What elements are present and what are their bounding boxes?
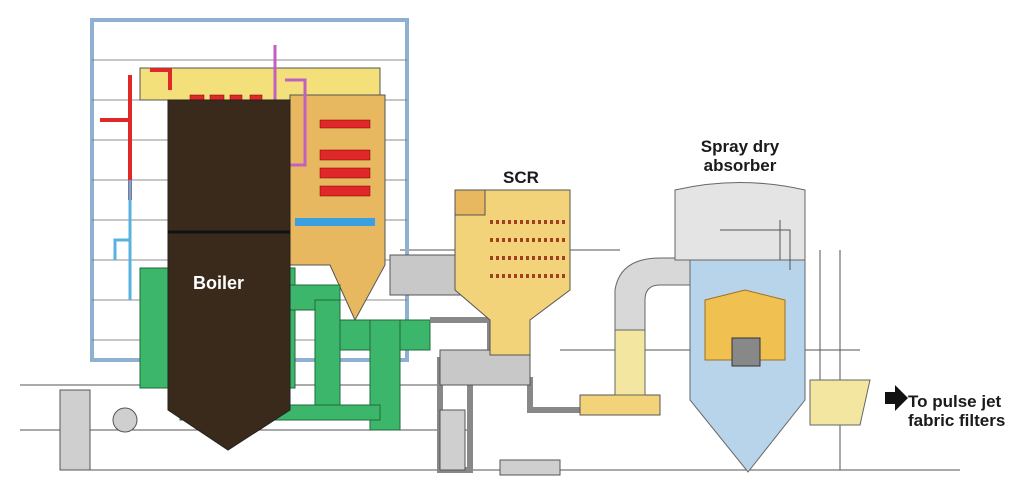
to-filters-label: To pulse jet fabric filters (908, 392, 1006, 430)
catalyst-layers (490, 220, 565, 278)
auxiliary-equipment (59, 389, 561, 476)
water-pipe (113, 180, 132, 300)
atomizer (731, 337, 761, 367)
scr-label: SCR (503, 168, 539, 187)
absorber-inlet-duct (579, 394, 661, 416)
air-heater (439, 349, 531, 386)
boiler-furnace (167, 99, 291, 451)
economizer (295, 218, 375, 226)
scr-reactor (454, 189, 571, 356)
arrow-right-icon (885, 385, 908, 411)
spray-zone (704, 289, 786, 361)
boiler-label: Boiler (193, 273, 245, 293)
spray-dry-absorber-label: Spray dry absorber (700, 137, 780, 175)
scr-inlet (454, 189, 486, 216)
absorber-piping (720, 220, 841, 470)
steam-line (273, 45, 307, 167)
duct-section (614, 329, 646, 396)
flue-duct (389, 254, 461, 296)
outlet-duct (809, 379, 871, 426)
boiler-roof (139, 67, 381, 101)
absorber-roof (674, 182, 806, 261)
steam-pipe (100, 68, 172, 200)
